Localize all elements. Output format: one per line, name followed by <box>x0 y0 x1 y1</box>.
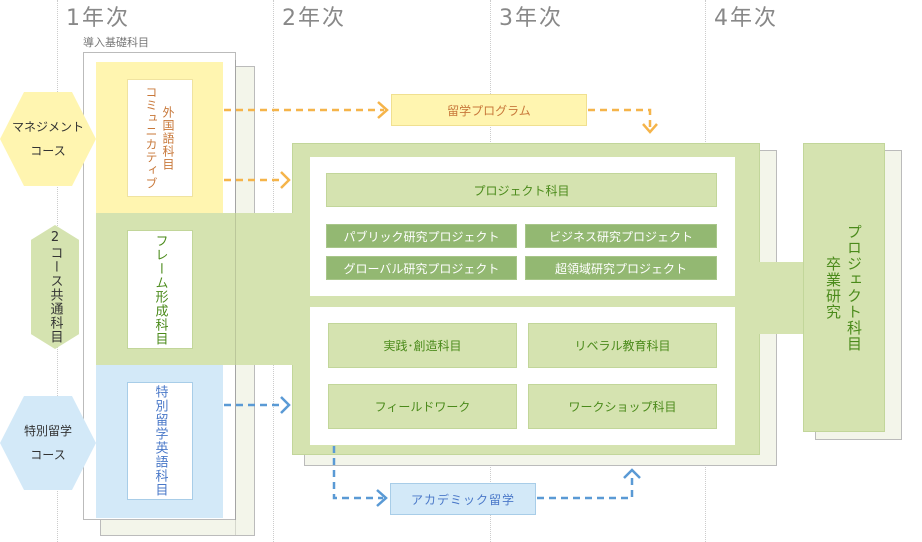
frame-formation-subjects: フレーム形成科目 <box>127 230 193 349</box>
arrow-to-academic <box>332 446 383 500</box>
fieldwork: フィールドワーク <box>328 384 517 429</box>
year-3-label: 3年次 <box>499 6 563 31</box>
liberal-education-subjects: リベラル教育科目 <box>528 323 717 368</box>
business-research-project: ビジネス研究プロジェクト <box>525 224 717 248</box>
global-research-project: グローバル研究プロジェクト <box>326 256 517 280</box>
intro-label: 導入基礎科目 <box>83 36 149 49</box>
special-english-subjects: 特別留学英語科目 <box>127 382 193 500</box>
arrow-from-study-abroad <box>588 108 652 130</box>
year-2-label: 2年次 <box>282 6 346 31</box>
academic-study-abroad: アカデミック留学 <box>390 483 536 515</box>
common-course-hex: 2コース共通科目 <box>31 225 79 349</box>
communicative-foreign-language: コミュニカティブ外国語科目 <box>127 79 193 197</box>
graduation-research-project: 卒業研究プロジェクト科目 <box>803 143 885 432</box>
practice-creation-subjects: 実践･創造科目 <box>328 323 517 368</box>
year-4-label: 4年次 <box>714 6 778 31</box>
transdisciplinary-research-project: 超領域研究プロジェクト <box>525 256 717 280</box>
year-1-label: 1年次 <box>66 6 130 31</box>
project-subjects-title: プロジェクト科目 <box>326 173 717 207</box>
arrow-from-academic <box>537 476 634 500</box>
workshop-subjects: ワークショップ科目 <box>528 384 717 429</box>
public-research-project: パブリック研究プロジェクト <box>326 224 517 248</box>
box-edge <box>235 60 255 535</box>
bridge <box>750 262 810 334</box>
study-abroad-program: 留学プログラム <box>391 94 587 126</box>
